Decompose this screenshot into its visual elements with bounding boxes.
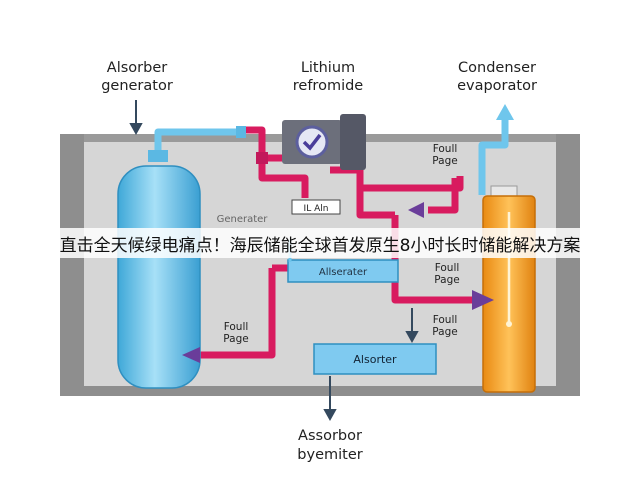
- foull-mid-right-2: Page: [434, 274, 459, 286]
- alsorter-label: Alsorter: [353, 353, 397, 366]
- foull-lower-right-2: Page: [432, 326, 457, 338]
- blue-pipe-top: [154, 128, 240, 158]
- lithium-label-2: refromide: [293, 78, 364, 94]
- purple-left-arrow-icon: [182, 347, 200, 363]
- red-pipe-upper-right: [360, 176, 464, 192]
- top-labels: Alsorber generator Lithium refromide Con…: [101, 60, 537, 94]
- red-pipe-left: [198, 268, 276, 359]
- condenser-label-2: evaporator: [457, 78, 537, 94]
- frame-left-post: [60, 134, 84, 392]
- check-icon: [302, 133, 322, 151]
- generator-box-label: Generater: [217, 214, 269, 225]
- down-arrow-icon: [405, 331, 419, 344]
- down-arrow-icon: [129, 123, 143, 136]
- foull-lower-right-1: Foull: [433, 314, 458, 326]
- absorber-generator-label-2: generator: [101, 78, 173, 94]
- absorbor-label-1: Assorbor: [298, 428, 362, 444]
- frame-right-post: [556, 134, 580, 392]
- allserater-box: [287, 259, 399, 283]
- tank-neck-icon: [148, 150, 168, 162]
- foull-mid-right-1: Foull: [435, 262, 460, 274]
- blue-pipe-right: [478, 118, 509, 195]
- foull-left-1: Foull: [224, 321, 249, 333]
- condenser-label-1: Condenser: [458, 60, 536, 76]
- foull-left-2: Page: [223, 333, 248, 345]
- foull-top-right-1: Foull: [433, 143, 458, 155]
- foull-labels: Foull Page Foull Page Foull Page Foull P…: [223, 143, 459, 345]
- down-arrow-icon: [323, 409, 337, 422]
- red-pipe-top: [240, 126, 290, 162]
- alsorter-box: [313, 343, 437, 375]
- absorber-generator-label-1: Alsorber: [107, 60, 167, 76]
- purple-small-arrow-icon: [408, 202, 424, 218]
- pipe-joint-icon: [256, 152, 268, 164]
- tank-cap-icon: [490, 185, 518, 197]
- red-pipe-mid: [258, 158, 309, 198]
- blue-up-arrow-icon: [496, 104, 514, 120]
- headline-banner: 直击全天候绿电痛点！海辰储能全球首发原生8小时长时储能解决方案: [0, 228, 640, 258]
- frame-base: [60, 386, 580, 396]
- pipe-joint-icon: [236, 126, 246, 138]
- small-tag-label: IL Aln: [304, 204, 329, 214]
- absorbor-label-2: byemiter: [297, 447, 362, 463]
- headline-text: 直击全天候绿电痛点！海辰储能全球首发原生8小时长时储能解决方案: [59, 235, 581, 256]
- absorber-generator-tank: [117, 165, 201, 389]
- foull-top-right-2: Page: [432, 155, 457, 167]
- allserater-label: Allserater: [319, 267, 368, 278]
- lithium-pump-motor: [340, 114, 366, 170]
- blue-pipes: [154, 118, 509, 195]
- lithium-label-1: Lithium: [301, 60, 355, 76]
- tank-tube-end-icon: [506, 321, 512, 327]
- bottom-labels: Assorbor byemiter: [297, 428, 362, 463]
- gauge-icon: [295, 125, 329, 159]
- red-pipe-right-loop: [428, 178, 459, 214]
- small-tag-box: [291, 199, 341, 215]
- purple-right-arrow-icon: [472, 290, 494, 310]
